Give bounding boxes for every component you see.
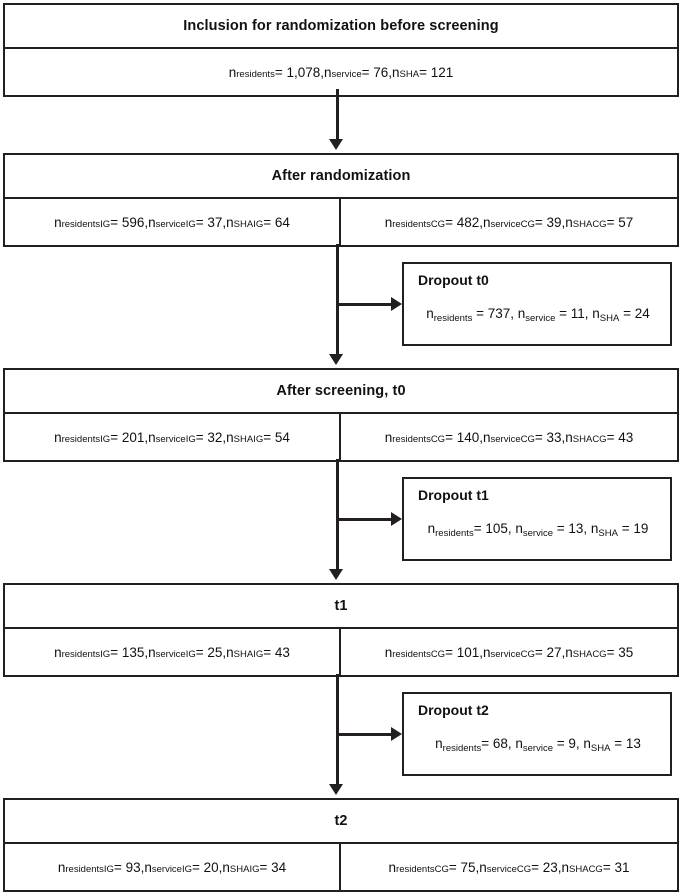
- stage-title-t1: t1: [334, 598, 348, 614]
- arrowhead-down-1: [329, 139, 343, 150]
- dropout-title-t2: Dropout t2: [418, 702, 489, 718]
- dropout-box-t0: Dropout t0 nresidents = 737, nservice = …: [402, 262, 672, 346]
- branch-to-dropout-t0: [336, 303, 393, 306]
- arrowhead-down-3: [329, 569, 343, 580]
- dropout-title-t0: Dropout t0: [418, 272, 489, 288]
- branch-to-dropout-t1: [336, 518, 393, 521]
- branch-to-dropout-t2: [336, 733, 393, 736]
- arrowhead-right-3: [391, 727, 402, 741]
- connector-screening-to-t1: [336, 459, 339, 571]
- dropout-box-t1: Dropout t1 nresidents= 105, nservice = 1…: [402, 477, 672, 561]
- arrowhead-down-4: [329, 784, 343, 795]
- arrowhead-right-1: [391, 297, 402, 311]
- connector-inclusion-to-randomization: [336, 89, 339, 141]
- arrowhead-down-2: [329, 354, 343, 365]
- dropout-body-t1: nresidents= 105, nservice = 13, nSHA = 1…: [427, 521, 649, 539]
- stage-title-t2: t2: [334, 813, 348, 829]
- stage-inclusion: Inclusion for randomization before scree…: [3, 3, 679, 97]
- stage-title-after-randomization: After randomization: [271, 168, 411, 184]
- stage-title-after-screening-t0: After screening, t0: [276, 383, 406, 399]
- connector-t1-to-t2: [336, 674, 339, 786]
- connector-randomization-to-screening: [336, 244, 339, 356]
- dropout-body-t2: nresidents= 68, nservice = 9, nSHA = 13: [435, 736, 641, 754]
- dropout-title-t1: Dropout t1: [418, 487, 489, 503]
- dropout-box-t2: Dropout t2 nresidents= 68, nservice = 9,…: [402, 692, 672, 776]
- arrowhead-right-2: [391, 512, 402, 526]
- dropout-body-t0: nresidents = 737, nservice = 11, nSHA = …: [426, 306, 650, 324]
- stage-title-inclusion: Inclusion for randomization before scree…: [183, 18, 499, 34]
